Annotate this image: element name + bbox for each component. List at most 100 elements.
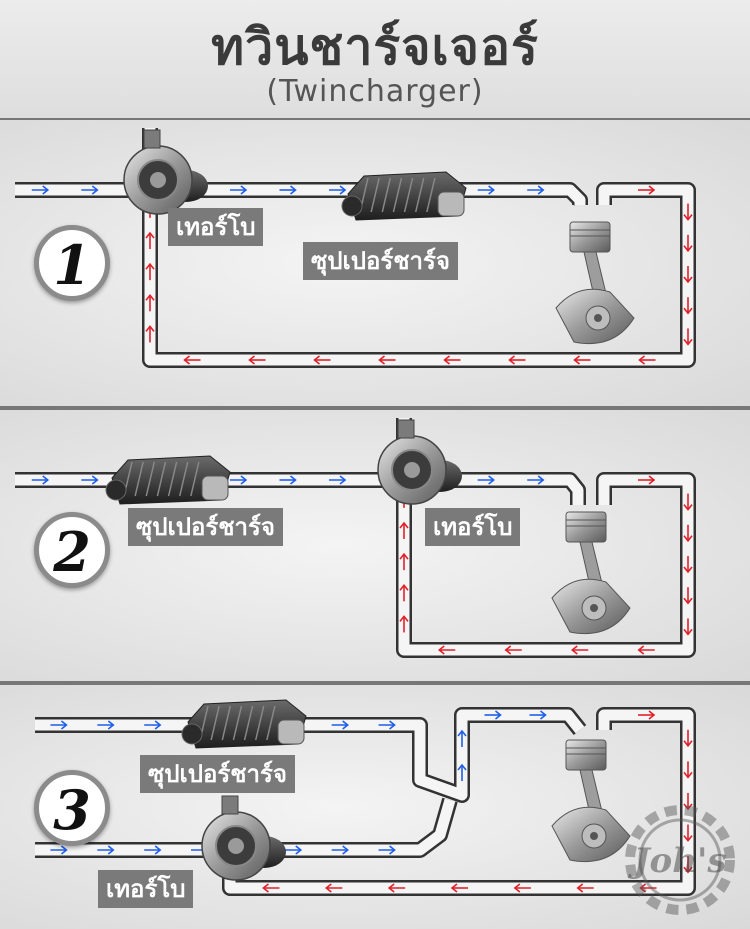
supercharger-label-3: ซุปเปอร์ชาร์จ bbox=[140, 755, 295, 793]
p2-supercharger bbox=[105, 455, 231, 505]
p3-merge-arrow-up bbox=[457, 763, 467, 781]
p3-merge-arrow-up bbox=[457, 729, 467, 747]
p3-merge-arrow-right bbox=[529, 710, 547, 720]
p1-exhaust-arrow-up bbox=[145, 294, 155, 312]
p2-turbocharger bbox=[377, 419, 462, 505]
p1-intake-arrow bbox=[477, 185, 495, 195]
p3-exhaust-arrow-down bbox=[683, 793, 693, 811]
p3-upper-intake-arrow bbox=[144, 720, 162, 730]
p2-exhaust-arrow-up bbox=[399, 521, 409, 539]
p1-intake-arrow bbox=[279, 185, 297, 195]
p2-intake-pipe-inner bbox=[15, 474, 584, 505]
p1-exhaust-arrow-up bbox=[145, 325, 155, 343]
p1-piston-engine bbox=[555, 221, 635, 345]
p1-exhaust-arrow-up bbox=[145, 231, 155, 249]
p2-exhaust-arrow-down bbox=[683, 493, 693, 511]
supercharger-label-1: ซุปเปอร์ชาร์จ bbox=[303, 242, 458, 280]
p2-exhaust-arrow-up bbox=[399, 552, 409, 571]
p3-exhaust-arrow-left bbox=[450, 883, 468, 893]
p3-lower-intake-arrow bbox=[331, 845, 349, 855]
p1-exhaust-arrow-up bbox=[145, 262, 155, 281]
p1-intake-arrow bbox=[81, 185, 99, 195]
p3-exhaust-arrow-left bbox=[325, 883, 343, 893]
p3-lower-intake-arrow bbox=[50, 845, 68, 855]
p1-exhaust-arrow-left bbox=[443, 355, 461, 365]
p1-exhaust-arrow-down bbox=[683, 234, 693, 253]
p3-exhaust-arrow-down bbox=[683, 856, 693, 874]
p2-exhaust-arrow-down bbox=[683, 587, 693, 605]
turbo-label-3: เทอร์โบ bbox=[98, 870, 194, 908]
p3-exhaust-arrow-left bbox=[639, 883, 657, 893]
p1-intake-arrow bbox=[31, 185, 50, 195]
p3-exhaust-arrow-left bbox=[387, 883, 406, 893]
p3-exhaust-arrow-left bbox=[262, 883, 280, 893]
header: ทวินชาร์จเจอร์ (Twincharger) bbox=[0, 0, 750, 118]
component-layer bbox=[105, 129, 635, 881]
p2-intake-arrow bbox=[81, 475, 99, 485]
p1-exhaust-arrow-left bbox=[183, 355, 201, 365]
p3-exhaust-arrow-left bbox=[576, 883, 594, 893]
p3-upper-intake-arrow bbox=[378, 720, 396, 730]
p3-exhaust-arrow-left bbox=[513, 883, 531, 893]
p1-exhaust-arrow-left bbox=[248, 355, 266, 365]
p2-exhaust-arrow-right bbox=[638, 475, 656, 485]
p2-intake-arrow bbox=[279, 475, 297, 485]
p3-exhaust-arrow-down bbox=[683, 761, 693, 779]
page-title: ทวินชาร์จเจอร์ bbox=[211, 18, 539, 76]
p2-exhaust-arrow-left bbox=[637, 645, 655, 655]
p3-exhaust-arrow-down bbox=[683, 824, 693, 842]
p1-exhaust-arrow-down bbox=[683, 203, 693, 221]
page-subtitle: (Twincharger) bbox=[266, 74, 484, 109]
p1-exhaust-arrow-left bbox=[573, 355, 591, 365]
p2-exhaust-arrow-left bbox=[437, 645, 456, 655]
p1-exhaust-arrow-down bbox=[683, 266, 693, 284]
p1-exhaust-arrow-left bbox=[313, 355, 331, 365]
p1-exhaust-arrow-down bbox=[683, 328, 693, 346]
p3-lower-intake-arrow bbox=[284, 845, 303, 855]
p3-lower-intake-arrow bbox=[144, 845, 162, 855]
p1-intake-arrow bbox=[527, 185, 545, 195]
p2-piston-engine bbox=[551, 511, 631, 635]
p2-exhaust-arrow-down bbox=[683, 524, 693, 543]
p2-intake-arrow bbox=[527, 475, 545, 485]
step-number-1: 1 bbox=[34, 225, 110, 301]
p1-exhaust-arrow-left bbox=[378, 355, 396, 365]
p3-lower-intake-arrow bbox=[378, 845, 396, 855]
p2-intake-arrow bbox=[329, 475, 347, 485]
p1-exhaust-arrow-down bbox=[683, 297, 693, 315]
step-number-3: 3 bbox=[34, 770, 110, 846]
p1-exhaust-arrow-left bbox=[638, 355, 656, 365]
p2-exhaust-arrow-up bbox=[399, 584, 409, 602]
p2-exhaust-arrow-left bbox=[570, 645, 589, 655]
p3-merge-arrow-right bbox=[484, 710, 502, 720]
p2-exhaust-arrow-left bbox=[504, 645, 522, 655]
p2-intake-arrow bbox=[229, 475, 248, 485]
p3-upper-intake-pipe-inner bbox=[35, 709, 585, 801]
p3-piston-engine bbox=[551, 739, 631, 863]
p3-supercharger bbox=[181, 699, 307, 749]
p3-turbocharger bbox=[201, 795, 286, 881]
p3-upper-intake-arrow bbox=[50, 720, 68, 730]
p1-turbocharger bbox=[123, 129, 208, 215]
turbo-label-2: เทอร์โบ bbox=[425, 508, 521, 546]
p1-exhaust-arrow-right bbox=[638, 185, 656, 195]
p3-upper-intake-arrow bbox=[331, 720, 349, 730]
p1-intake-arrow bbox=[329, 185, 347, 195]
supercharger-label-2: ซุปเปอร์ชาร์จ bbox=[128, 508, 283, 546]
panel-2 bbox=[0, 408, 750, 683]
p2-exhaust-arrow-down bbox=[683, 618, 693, 636]
p2-intake-arrow bbox=[477, 475, 495, 485]
p3-upper-intake-arrow bbox=[97, 720, 115, 730]
p1-intake-arrow bbox=[229, 185, 248, 195]
p3-exhaust-arrow-right bbox=[638, 710, 656, 720]
p1-exhaust-arrow-left bbox=[508, 355, 526, 365]
step-number-2: 2 bbox=[34, 512, 110, 588]
turbo-label-1: เทอร์โบ bbox=[168, 208, 264, 246]
p2-exhaust-arrow-up bbox=[399, 615, 409, 633]
p3-lower-intake-arrow bbox=[97, 845, 115, 855]
p2-exhaust-arrow-down bbox=[683, 556, 693, 574]
p2-intake-arrow bbox=[31, 475, 50, 485]
p1-supercharger bbox=[341, 171, 467, 221]
p3-exhaust-arrow-down bbox=[683, 729, 693, 748]
